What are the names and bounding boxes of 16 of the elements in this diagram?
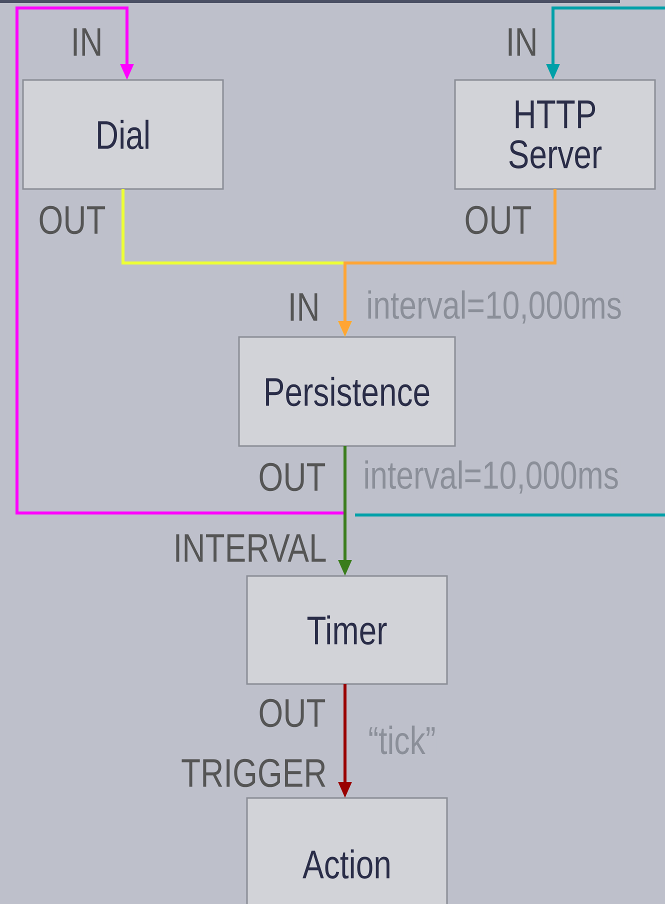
process-box: HTTP Server [454, 79, 656, 190]
port-label: IN [508, 28, 536, 56]
port-label: OUT [40, 206, 106, 234]
port-label: OUT [466, 206, 532, 234]
port-label: INTERVAL [176, 534, 326, 562]
port-label: OUT [260, 462, 326, 492]
port-label: TRIGGER [182, 758, 326, 788]
arrow [16, 6, 345, 514]
process-box: Action [246, 797, 448, 904]
port-label: IN [74, 28, 100, 56]
port-label: IN [290, 293, 318, 321]
process-box: Persistence [238, 336, 456, 447]
process-box: Dial [22, 79, 224, 190]
arrow [355, 6, 665, 516]
process-box: Timer [246, 575, 448, 685]
port-label: OUT [260, 698, 326, 728]
